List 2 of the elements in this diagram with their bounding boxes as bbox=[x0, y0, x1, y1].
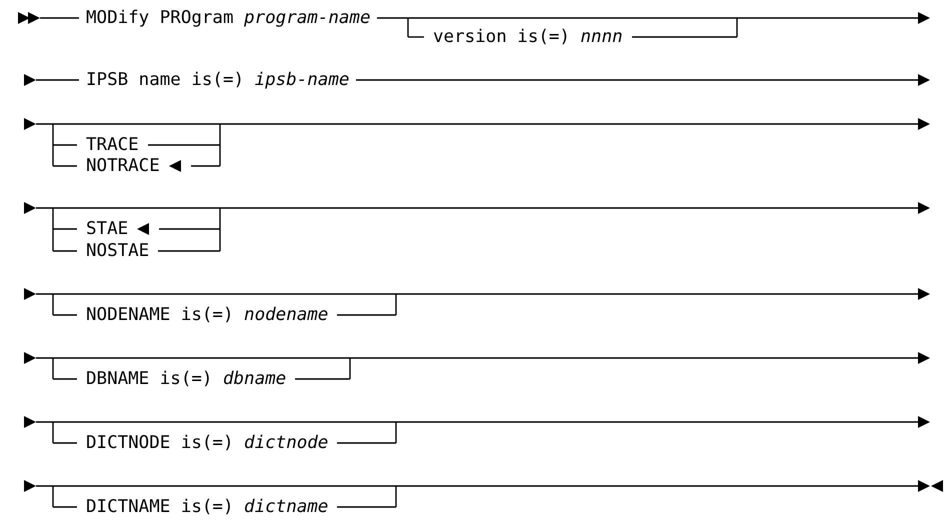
syntax-text: MODify PROgram program-name bbox=[85, 7, 372, 29]
syntax-text: IPSB name is(=) ipsb-name bbox=[85, 69, 350, 91]
